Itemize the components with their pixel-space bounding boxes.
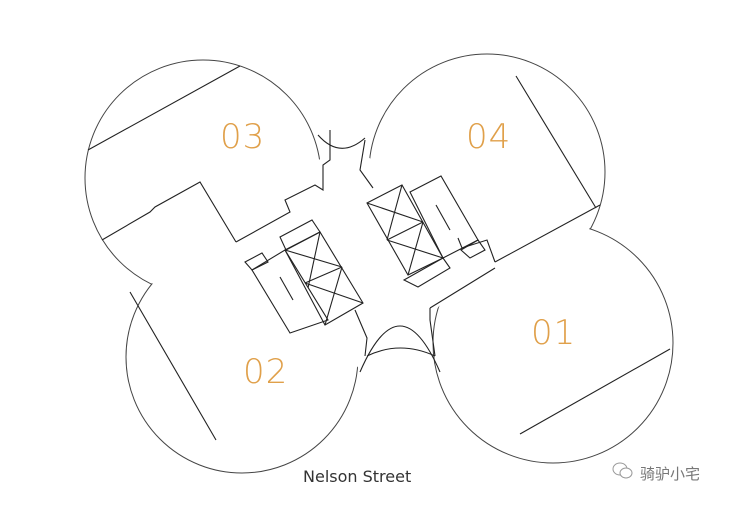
watermark: 骑驴小宅 <box>612 462 700 484</box>
wechat-icon <box>612 462 634 484</box>
watermark-text: 骑驴小宅 <box>640 464 701 483</box>
unit-interiors <box>86 55 672 472</box>
walls <box>87 65 671 441</box>
street-label: Nelson Street <box>303 467 412 486</box>
unit-label-04: 04 <box>466 117 512 157</box>
unit-label-02: 02 <box>243 352 289 392</box>
unit-label-03: 03 <box>220 117 266 157</box>
unit-label-01: 01 <box>531 313 577 353</box>
